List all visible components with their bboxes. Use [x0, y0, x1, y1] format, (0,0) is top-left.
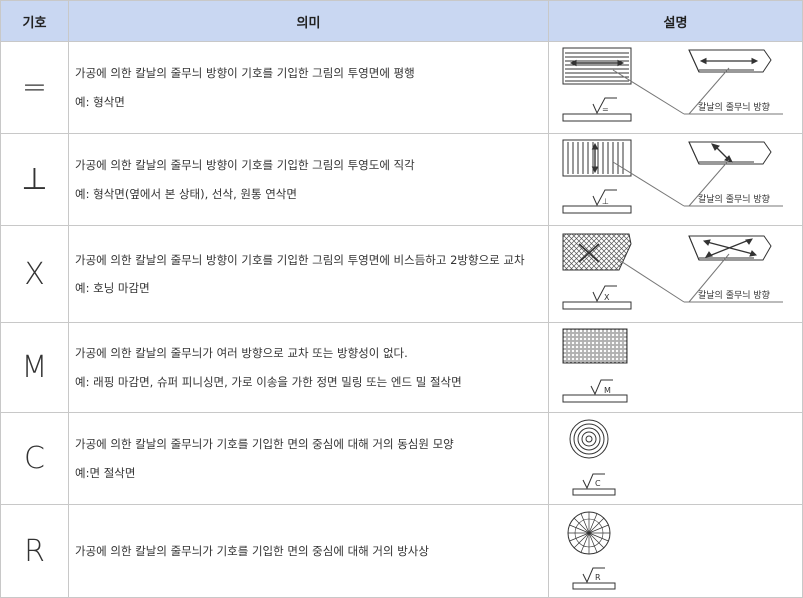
lay-mark-label: R — [595, 573, 601, 582]
diagram-cell: M — [548, 322, 803, 413]
meaning-text: 가공에 의한 칼날의 줄무늬 방향이 기호를 기입한 그림의 투영면에 평행 — [75, 66, 415, 81]
meaning-text: 가공에 의한 칼날의 줄무늬가 기호를 기입한 면의 중심에 대해 거의 방사상 — [75, 543, 429, 558]
blade-stripe-caption: 칼날의 줄무늬 방향 — [698, 289, 770, 301]
table-row: C 가공에 의한 칼날의 줄무늬가 기호를 기입한 면의 중심에 대해 거의 동… — [0, 412, 803, 505]
symbol-cell: = — [0, 41, 69, 134]
lay-mark-label: = — [602, 105, 609, 114]
diagram-cell: C — [548, 412, 803, 505]
example-text: 예: 래핑 마감면, 슈퍼 피니싱면, 가로 이송을 가한 정면 밀링 또는 엔… — [75, 374, 462, 389]
example-text: 예: 형삭면(옆에서 본 상태), 선삭, 원통 연삭면 — [75, 186, 297, 201]
symbol-cell: X — [0, 225, 69, 323]
table-row: R 가공에 의한 칼날의 줄무늬가 기호를 기입한 면의 중심에 대해 거의 방… — [0, 504, 803, 598]
example-text: 예: 형삭면 — [75, 94, 125, 109]
table-row: = 가공에 의한 칼날의 줄무늬 방향이 기호를 기입한 그림의 투영면에 평행… — [0, 41, 803, 134]
meaning-cell: 가공에 의한 칼날의 줄무늬 방향이 기호를 기입한 그림의 투영도에 직각 예… — [68, 133, 549, 226]
header-meaning: 의미 — [68, 0, 549, 42]
meaning-text: 가공에 의한 칼날의 줄무늬가 기호를 기입한 면의 중심에 대해 거의 동심원… — [75, 437, 454, 452]
diagram-cell: ⊥ 칼날의 줄무늬 방향 — [548, 133, 803, 226]
meaning-cell: 가공에 의한 칼날의 줄무늬 방향이 기호를 기입한 그림의 투영면에 평행 예… — [68, 41, 549, 134]
table-header-row: 기호 의미 설명 — [0, 0, 803, 42]
table-row: M 가공에 의한 칼날의 줄무늬가 여러 방향으로 교차 또는 방향성이 없다.… — [0, 322, 803, 413]
radial-lay-diagram: R — [567, 511, 616, 590]
meaning-cell: 가공에 의한 칼날의 줄무늬가 기호를 기입한 면의 중심에 대해 거의 동심원… — [68, 412, 549, 505]
diagram-cell: X 칼날의 줄무늬 방향 — [548, 225, 803, 323]
symbol-cell: R — [0, 504, 69, 598]
diagram-cell: R — [548, 504, 803, 598]
meaning-text: 가공에 의한 칼날의 줄무늬 방향이 기호를 기입한 그림의 투영도에 직각 — [75, 158, 415, 173]
meaning-text: 가공에 의한 칼날의 줄무늬 방향이 기호를 기입한 그림의 투영면에 비스듬하… — [75, 252, 525, 267]
lay-mark-label: ⊥ — [602, 197, 609, 206]
blade-stripe-caption: 칼날의 줄무늬 방향 — [698, 193, 770, 205]
table-row: ⊥ 가공에 의한 칼날의 줄무늬 방향이 기호를 기입한 그림의 투영도에 직각… — [0, 133, 803, 226]
example-text: 예: 호닝 마감면 — [75, 281, 150, 295]
meaning-cell: 가공에 의한 칼날의 줄무늬가 여러 방향으로 교차 또는 방향성이 없다. 예… — [68, 322, 549, 413]
lay-mark-label: X — [604, 293, 610, 302]
table-row: X 가공에 의한 칼날의 줄무늬 방향이 기호를 기입한 그림의 투영면에 비스… — [0, 225, 803, 323]
symbol-cell: C — [0, 412, 69, 505]
symbol-cell: M — [0, 322, 69, 413]
meaning-cell: 가공에 의한 칼날의 줄무늬 방향이 기호를 기입한 그림의 투영면에 비스듬하… — [68, 225, 549, 323]
example-text: 예:면 절삭면 — [75, 465, 136, 480]
meaning-text: 가공에 의한 칼날의 줄무늬가 여러 방향으로 교차 또는 방향성이 없다. — [75, 346, 408, 361]
perpendicular-lay-diagram: ⊥ 칼날의 줄무늬 방향 — [562, 139, 783, 214]
header-description: 설명 — [548, 0, 803, 42]
circular-lay-diagram: C — [569, 419, 616, 496]
symbol-cell: ⊥ — [0, 133, 69, 226]
lay-mark-label: C — [595, 479, 601, 488]
lay-mark-label: M — [604, 386, 611, 395]
meaning-cell: 가공에 의한 칼날의 줄무늬가 기호를 기입한 면의 중심에 대해 거의 방사상 — [68, 504, 549, 598]
header-symbol: 기호 — [0, 0, 69, 42]
parallel-lay-diagram: = 칼날의 줄무늬 방향 — [562, 47, 783, 122]
crossed-lay-diagram: X 칼날의 줄무늬 방향 — [562, 233, 783, 310]
multidirectional-lay-diagram: M — [562, 328, 628, 403]
blade-stripe-caption: 칼날의 줄무늬 방향 — [698, 101, 770, 113]
diagram-cell: = 칼날의 줄무늬 방향 — [548, 41, 803, 134]
